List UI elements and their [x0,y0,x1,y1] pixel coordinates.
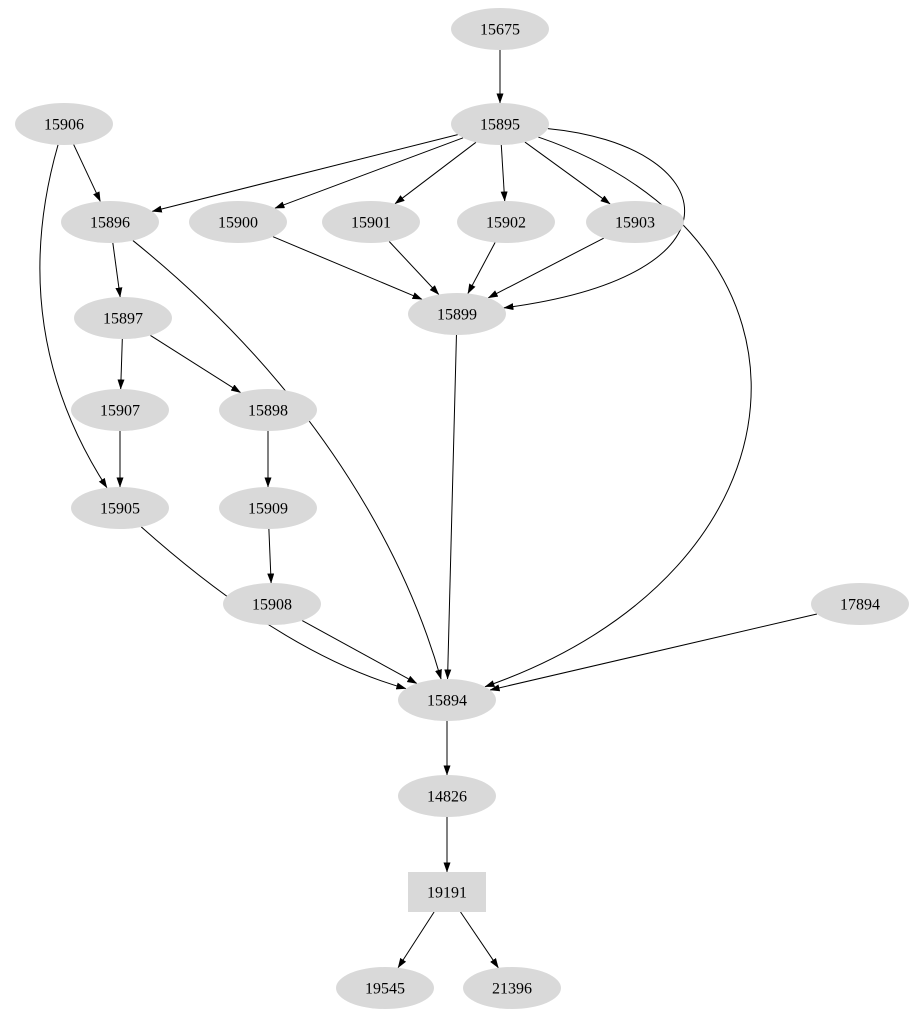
node-label-15908: 15908 [252,597,292,614]
node-ellipse-15909 [219,487,317,529]
node-ellipse-15896 [61,201,159,243]
edge-15906-15905 [39,144,108,489]
node-label-15895: 15895 [480,117,520,134]
node-label-15675: 15675 [480,22,520,39]
edge-15908-15894 [301,620,418,684]
graph-node-15909: 15909 [219,487,317,529]
edge-15905-15894 [140,526,407,690]
edge-15896-15894 [132,240,442,680]
node-label-15909: 15909 [248,501,288,518]
node-label-19191: 19191 [427,885,467,902]
node-ellipse-19545 [336,967,434,1009]
edge-15897-15898 [150,334,241,394]
edge-15895-15902 [500,144,508,202]
node-label-15896: 15896 [90,215,130,232]
graph-node-15906: 15906 [15,103,113,145]
node-ellipse-15900 [189,201,287,243]
edge-15909-15908 [267,528,275,584]
node-label-15898: 15898 [248,403,288,420]
graph-node-15903: 15903 [586,201,684,243]
graph-node-15907: 15907 [71,389,169,431]
node-ellipse-15899 [408,293,506,335]
edge-15895-15896 [151,134,458,213]
edge-15902-15899 [467,242,496,294]
graph-node-15897: 15897 [74,297,172,339]
graph-node-14826: 14826 [398,775,496,817]
node-ellipse-15902 [457,201,555,243]
edge-15899-15894 [444,334,457,680]
node-label-15900: 15900 [218,215,258,232]
node-ellipse-15901 [322,201,420,243]
node-label-21396: 21396 [492,981,532,998]
graph-node-15901: 15901 [322,201,420,243]
node-label-14826: 14826 [427,789,467,806]
edge-15906-15896 [73,144,101,202]
graph-node-19191: 19191 [408,872,486,912]
node-label-15905: 15905 [100,501,140,518]
graph-node-15675: 15675 [451,8,549,50]
edge-19191-21396 [460,911,499,969]
node-label-15894: 15894 [427,693,467,710]
node-ellipse-21396 [463,967,561,1009]
node-ellipse-15898 [219,389,317,431]
graph-node-15905: 15905 [71,487,169,529]
graph-node-15899: 15899 [408,293,506,335]
edge-15895-15900 [274,137,464,209]
graph-node-19545: 19545 [336,967,434,1009]
node-label-19545: 19545 [365,981,405,998]
edge-17894-15894 [489,613,818,692]
node-ellipse-15895 [451,103,549,145]
graph-node-15908: 15908 [223,583,321,625]
edge-15903-15899 [487,237,604,299]
node-box-19191 [408,872,486,912]
node-ellipse-15907 [71,389,169,431]
edges-layer [39,50,818,969]
graph-node-15902: 15902 [457,201,555,243]
node-label-17894: 17894 [840,597,880,614]
nodes-layer: 15675 15895 15906 15896 15900 15901 15902 15903… [15,8,909,1009]
node-ellipse-15903 [586,201,684,243]
edge-15895-15901 [394,141,477,205]
node-label-15901: 15901 [351,215,391,232]
node-ellipse-14826 [398,775,496,817]
node-ellipse-15897 [74,297,172,339]
edge-19191-19545 [397,911,435,969]
node-ellipse-15675 [451,8,549,50]
edge-15896-15897 [112,242,123,298]
edge-15900-15899 [272,236,423,300]
node-ellipse-15894 [398,679,496,721]
edge-15895-15903 [524,141,611,205]
node-ellipse-15908 [223,583,321,625]
node-label-15899: 15899 [437,307,477,324]
edge-15897-15907 [117,338,125,390]
node-label-15902: 15902 [486,215,526,232]
node-ellipse-15906 [15,103,113,145]
graph-node-17894: 17894 [811,583,909,625]
graph-node-21396: 21396 [463,967,561,1009]
node-label-15897: 15897 [103,311,143,328]
node-ellipse-15905 [71,487,169,529]
graph-node-15894: 15894 [398,679,496,721]
edge-15895-15899 [503,128,686,311]
node-ellipse-17894 [811,583,909,625]
graph-node-15898: 15898 [219,389,317,431]
graph-node-15900: 15900 [189,201,287,243]
graph-node-15896: 15896 [61,201,159,243]
node-label-15907: 15907 [100,403,140,420]
node-label-15906: 15906 [44,117,84,134]
edge-15901-15899 [388,241,440,295]
node-label-15903: 15903 [615,215,655,232]
graph-node-15895: 15895 [451,103,549,145]
edge-15895-15894 [484,136,752,688]
